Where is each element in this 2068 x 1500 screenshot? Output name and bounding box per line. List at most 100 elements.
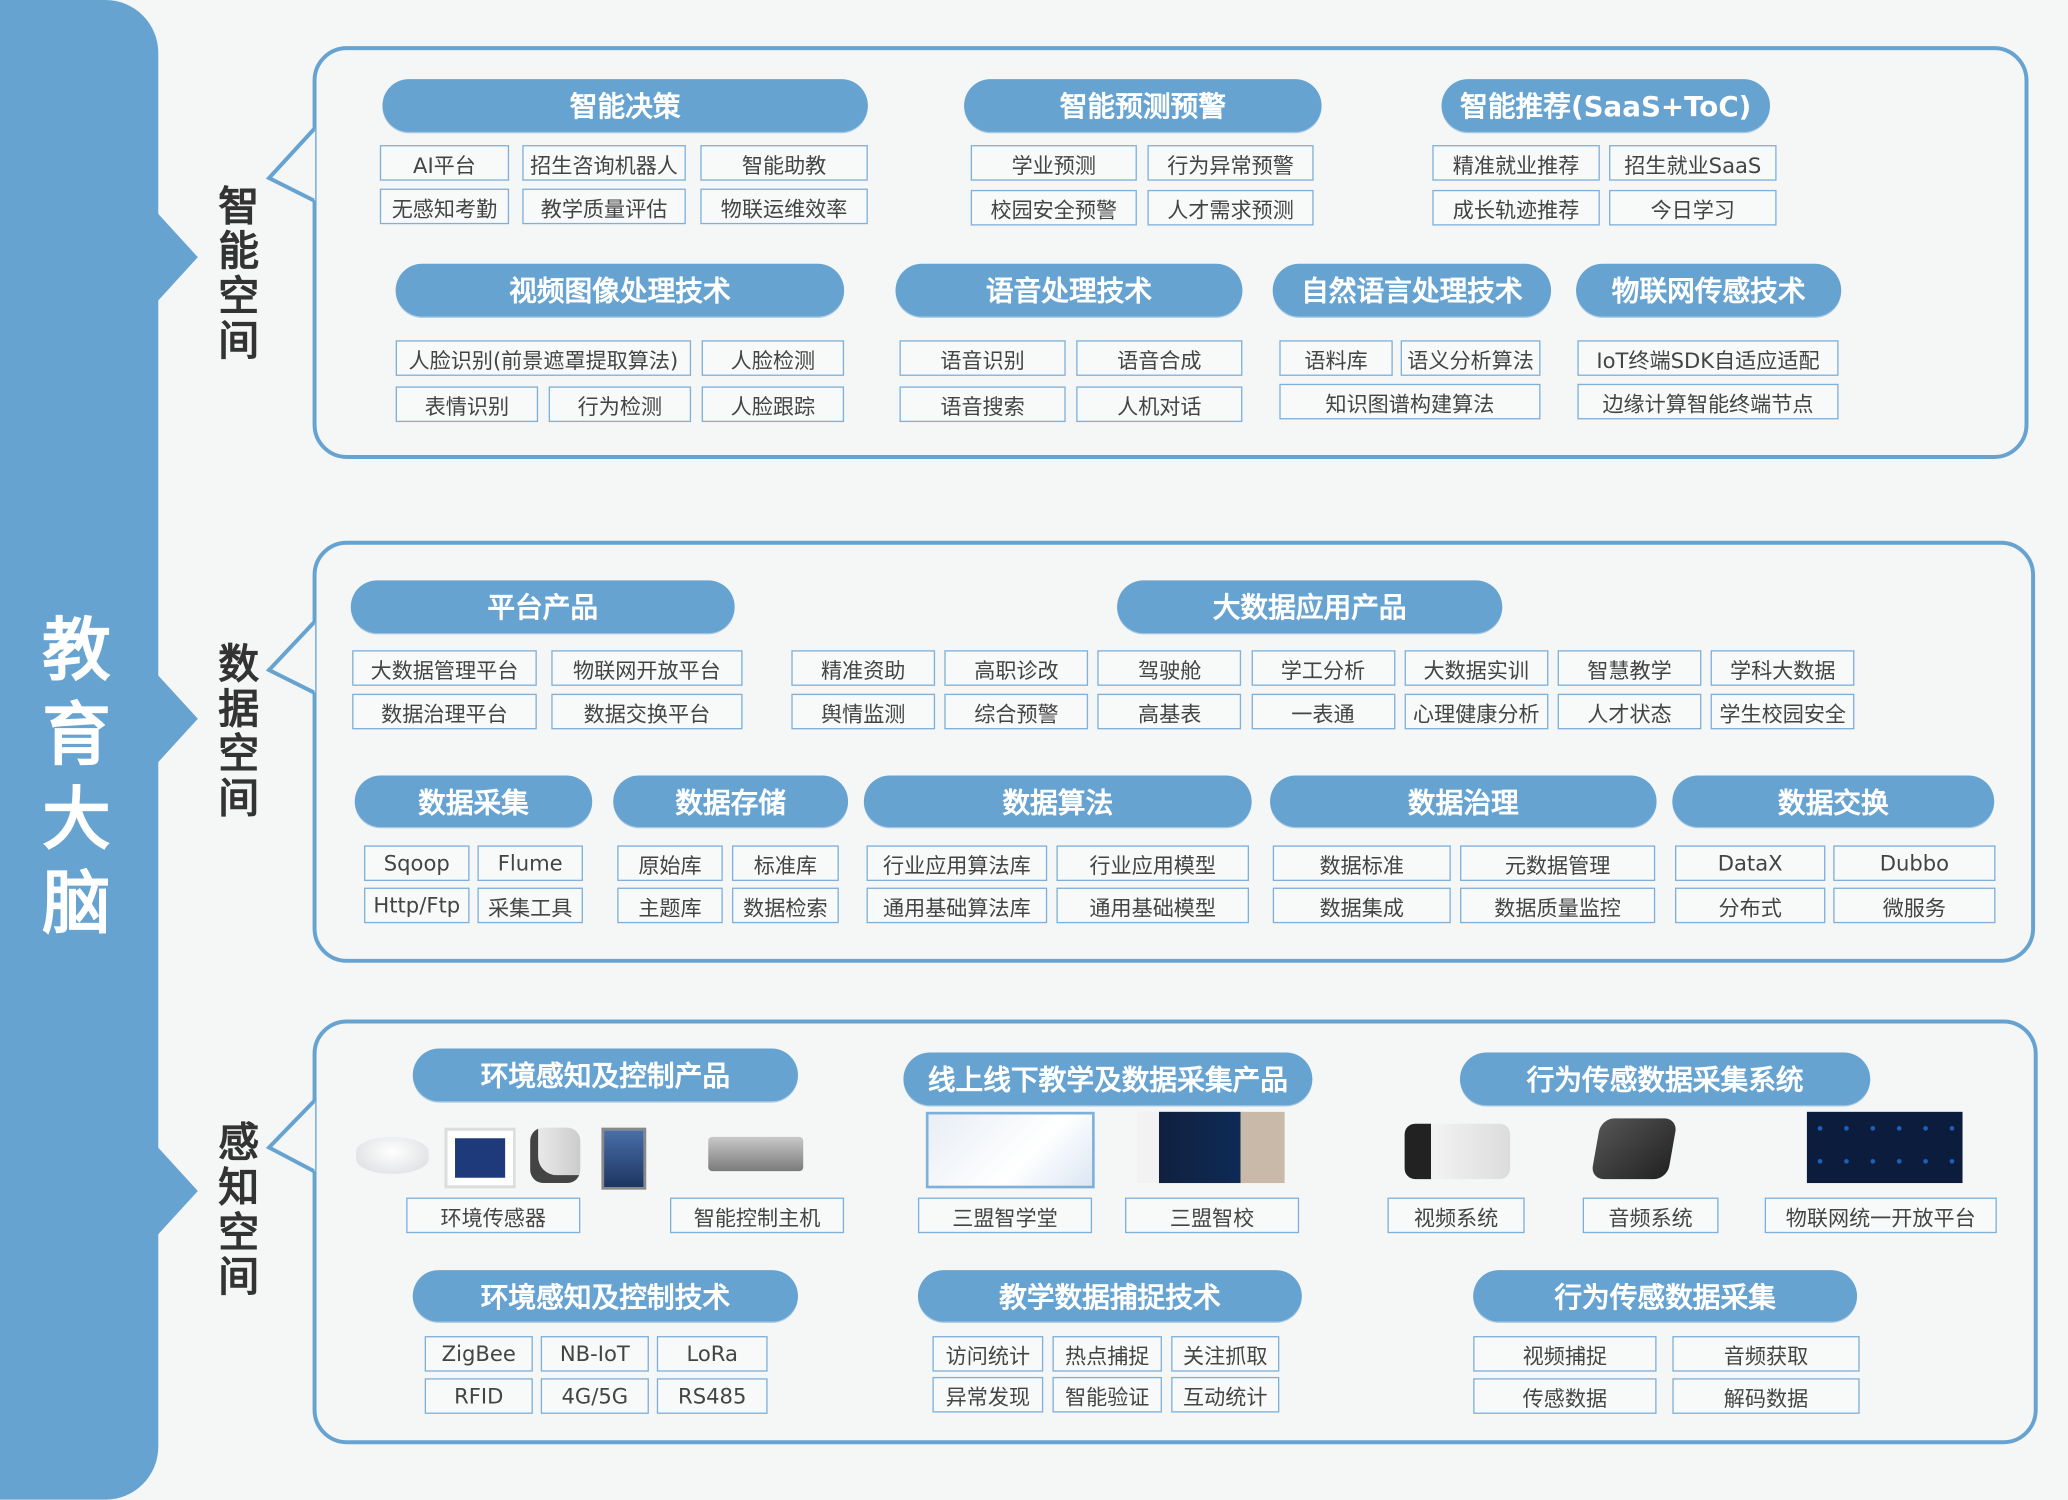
item-box: Flume <box>477 845 583 882</box>
item-box: 智能验证 <box>1052 1376 1162 1413</box>
item-box: 教学质量评估 <box>522 188 686 225</box>
group-title: 环境感知及控制产品 <box>412 1048 798 1102</box>
group-title: 语音处理技术 <box>895 263 1243 317</box>
item-box: 高职诊改 <box>944 650 1089 686</box>
item-box: 热点捕捉 <box>1052 1336 1162 1372</box>
meter-device-image <box>601 1127 647 1190</box>
item-box: 学业预测 <box>970 145 1137 181</box>
item-box: 语义分析算法 <box>1400 340 1541 376</box>
item-box: 数据标准 <box>1272 845 1451 882</box>
group-title: 行为传感数据采集 <box>1473 1270 1858 1322</box>
item-box: 大数据管理平台 <box>352 650 537 686</box>
item-box: 通用基础模型 <box>1056 887 1249 924</box>
item-box: 行为检测 <box>548 386 692 423</box>
brain-sidebar: 教育大脑 <box>0 0 159 1500</box>
item-box: 数据治理平台 <box>352 693 537 730</box>
item-box: 人脸识别(前景遮罩提取算法) <box>395 340 692 376</box>
item-box: 数据质量监控 <box>1460 887 1656 924</box>
item-box: RS485 <box>656 1378 768 1414</box>
group-title: 智能推荐(SaaS+ToC) <box>1441 79 1770 132</box>
group-title: 教学数据捕捉技术 <box>917 1270 1302 1322</box>
item-box: NB-IoT <box>540 1336 649 1372</box>
item-box: 数据交换平台 <box>551 693 743 730</box>
item-box: 元数据管理 <box>1460 845 1656 882</box>
iot-platform-screenshot <box>1806 1111 1963 1184</box>
item-box: Sqoop <box>364 845 470 882</box>
item-box: 语音合成 <box>1076 340 1243 376</box>
group-title: 物联网传感技术 <box>1576 263 1842 317</box>
item-box: 物联网开放平台 <box>551 650 743 686</box>
item-box: 行业应用模型 <box>1056 845 1249 882</box>
item-box: 驾驶舱 <box>1097 650 1242 686</box>
item-box: 采集工具 <box>477 887 583 924</box>
item-box: 人脸跟踪 <box>701 386 845 423</box>
item-box: 精准就业推荐 <box>1432 145 1600 181</box>
item-box: RFID <box>424 1378 533 1414</box>
item-box: 人机对话 <box>1076 386 1243 423</box>
item-box: 语料库 <box>1279 340 1393 376</box>
item-box: 无感知考勤 <box>379 188 510 225</box>
group-title: 行为传感数据采集系统 <box>1460 1052 1871 1106</box>
item-box: 学生校园安全 <box>1710 693 1855 730</box>
item-box: 智能控制主机 <box>670 1197 845 1234</box>
control-host-image <box>708 1136 804 1172</box>
item-box: Http/Ftp <box>364 887 470 924</box>
group-title: 平台产品 <box>350 580 735 634</box>
item-box: 学工分析 <box>1251 650 1395 686</box>
item-box: 大数据实训 <box>1404 650 1549 686</box>
item-box: 解码数据 <box>1672 1378 1860 1414</box>
group-title: 智能决策 <box>382 79 868 132</box>
audio-device-image <box>1590 1118 1678 1180</box>
wall-sensor-image <box>530 1127 581 1184</box>
item-box: 校园安全预警 <box>970 189 1137 226</box>
item-box: 智能助教 <box>700 145 868 181</box>
item-box: 音频获取 <box>1672 1336 1860 1372</box>
item-box: 今日学习 <box>1609 189 1777 226</box>
item-box: 综合预警 <box>944 693 1089 730</box>
item-box: 边缘计算智能终端节点 <box>1577 383 1839 420</box>
group-title: 自然语言处理技术 <box>1272 263 1552 317</box>
item-box: 行为异常预警 <box>1147 145 1314 181</box>
item-box: 视频系统 <box>1387 1197 1525 1234</box>
item-box: 标准库 <box>731 845 839 882</box>
camera-image <box>1404 1123 1511 1180</box>
item-box: ZigBee <box>424 1336 533 1372</box>
item-box: 人才状态 <box>1557 693 1702 730</box>
item-box: 微服务 <box>1833 887 1996 924</box>
item-box: 精准资助 <box>791 650 936 686</box>
zhixiao-screenshot <box>1136 1111 1285 1184</box>
arrow-right-icon <box>155 1144 198 1238</box>
item-box: 学科大数据 <box>1710 650 1855 686</box>
item-box: 表情识别 <box>395 386 539 423</box>
item-box: 数据检索 <box>731 887 839 924</box>
item-box: IoT终端SDK自适应适配 <box>1577 340 1839 376</box>
group-title: 环境感知及控制技术 <box>412 1270 798 1322</box>
item-box: 4G/5G <box>540 1378 649 1414</box>
item-box: 物联网统一开放平台 <box>1764 1197 1997 1234</box>
item-box: 传感数据 <box>1473 1378 1657 1414</box>
item-box: LoRa <box>656 1336 768 1372</box>
group-title: 数据交换 <box>1672 775 1995 827</box>
item-box: 三盟智校 <box>1125 1197 1300 1234</box>
item-box: 行业应用算法库 <box>866 845 1048 882</box>
group-title: 数据存储 <box>613 775 849 827</box>
item-box: 高基表 <box>1097 693 1242 730</box>
item-box: AI平台 <box>379 145 510 181</box>
arrow-right-icon <box>155 672 198 765</box>
ceiling-sensor-image <box>356 1136 429 1174</box>
item-box: 智慧教学 <box>1557 650 1702 686</box>
item-box: 人脸检测 <box>701 340 845 376</box>
item-box: 三盟智学堂 <box>917 1197 1093 1234</box>
item-box: 关注抓取 <box>1171 1336 1280 1372</box>
brain-title: 教育大脑 <box>42 611 111 945</box>
item-box: 心理健康分析 <box>1404 693 1549 730</box>
item-box: 舆情监测 <box>791 693 936 730</box>
group-title: 智能预测预警 <box>964 79 1322 132</box>
item-box: 人才需求预测 <box>1147 189 1314 226</box>
group-title: 大数据应用产品 <box>1117 580 1503 634</box>
item-box: 访问统计 <box>932 1336 1044 1372</box>
group-title: 数据采集 <box>354 775 593 827</box>
